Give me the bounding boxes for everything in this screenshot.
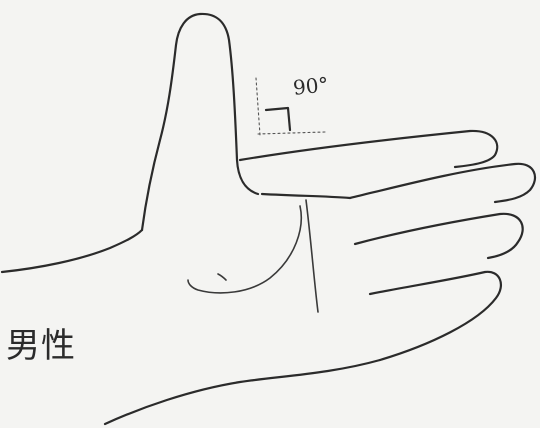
- middle-finger-outline: [262, 164, 535, 202]
- forearm-upper-line: [2, 230, 142, 272]
- ring-finger-outline: [355, 214, 523, 258]
- right-angle-marker: [266, 108, 290, 130]
- index-finger-outline: [240, 131, 497, 167]
- right-angle-guide-horizontal: [258, 132, 325, 134]
- right-angle-guide-vertical: [256, 78, 260, 135]
- thumb-pad-mark: [218, 274, 226, 280]
- forearm-lower-line: [105, 360, 380, 424]
- gender-caption: 男性: [6, 318, 76, 367]
- palm-line: [306, 200, 318, 312]
- little-finger-outline: [370, 272, 501, 360]
- angle-label: 90°: [292, 72, 330, 100]
- thumb-outline: [142, 14, 258, 230]
- palm-crease: [188, 206, 301, 293]
